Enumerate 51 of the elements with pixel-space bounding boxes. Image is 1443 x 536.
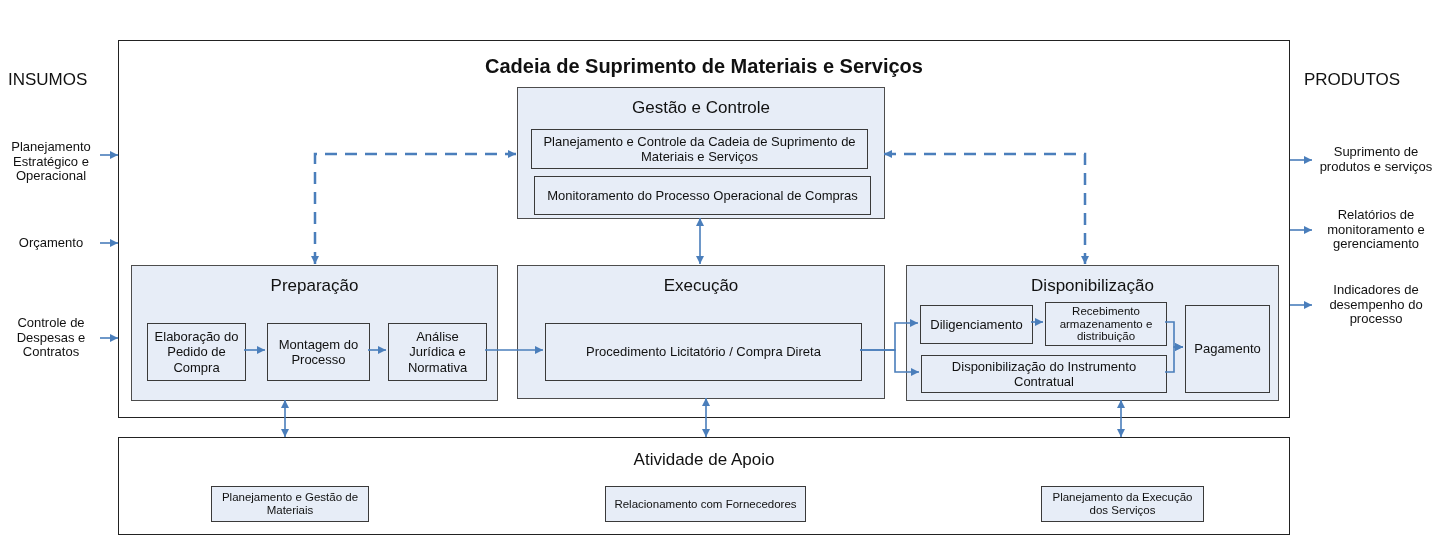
stage-heading: Disponibilização (1030, 276, 1155, 296)
stage-heading: Preparação (269, 276, 360, 296)
stage-panel (131, 265, 498, 401)
arrow (99, 239, 119, 247)
activity-box: Recebimento armazenamento e distribuição (1045, 302, 1167, 346)
activity-box: Planejamento e Gestão de Materiais (211, 486, 369, 522)
activity-box: Monitoramento do Processo Operacional de Compras (534, 176, 871, 215)
stage-heading: Execução (662, 276, 740, 296)
activity-box: Pagamento (1185, 305, 1270, 393)
column-heading: PRODUTOS (1304, 70, 1401, 90)
stage-panel (517, 265, 885, 399)
activity-box: Procedimento Licitatório / Compra Direta (545, 323, 862, 381)
activity-box: Planejamento e Controle da Cadeia de Suprimento de Materiais e Serviços (531, 129, 868, 169)
flow-label: Planejamento Estratégico e Operacional (2, 136, 100, 188)
arrow (484, 346, 544, 354)
activity-box: Elaboração do Pedido de Compra (147, 323, 246, 381)
arrow (1030, 318, 1044, 326)
frame-heading: Cadeia de Suprimento de Materiais e Serviços (484, 55, 924, 78)
process-frame (118, 40, 1290, 418)
arrow (884, 150, 1089, 264)
arrow (1289, 156, 1313, 164)
arrow (859, 349, 920, 376)
stage-panel (517, 87, 885, 219)
activity-box: Planejamento da Execução dos Serviços (1041, 486, 1204, 522)
arrow (281, 399, 289, 438)
stage-heading: Gestão e Controle (631, 98, 771, 118)
arrow (99, 151, 119, 159)
activity-box: Montagem do Processo (267, 323, 370, 381)
arrow (311, 150, 516, 264)
activity-box: Relacionamento com Fornecedores (605, 486, 806, 522)
arrow (1117, 399, 1125, 438)
section-heading: Atividade de Apoio (632, 450, 776, 470)
arrow (1164, 343, 1184, 373)
flow-label: Controle de Despesas e Contratos (2, 312, 100, 364)
arrow (1289, 301, 1313, 309)
arrow (367, 346, 387, 354)
activity-box: Disponibilização do Instrumento Contratual (921, 355, 1167, 393)
column-heading: INSUMOS (8, 70, 88, 90)
arrow (99, 334, 119, 342)
flow-label: Indicadores de desempenho do processo (1312, 280, 1440, 330)
arrow (1289, 226, 1313, 234)
arrow (702, 397, 710, 438)
flow-label: Orçamento (2, 234, 100, 252)
arrow (696, 217, 704, 265)
flow-label: Suprimento de produtos e serviços (1312, 135, 1440, 185)
activity-box: Diligenciamento (920, 305, 1033, 344)
arrow (243, 346, 266, 354)
activity-box: Análise Jurídica e Normativa (388, 323, 487, 381)
support-frame (118, 437, 1290, 535)
flow-label: Relatórios de monitoramento e gerenciamento (1312, 205, 1440, 255)
stage-panel (906, 265, 1279, 401)
